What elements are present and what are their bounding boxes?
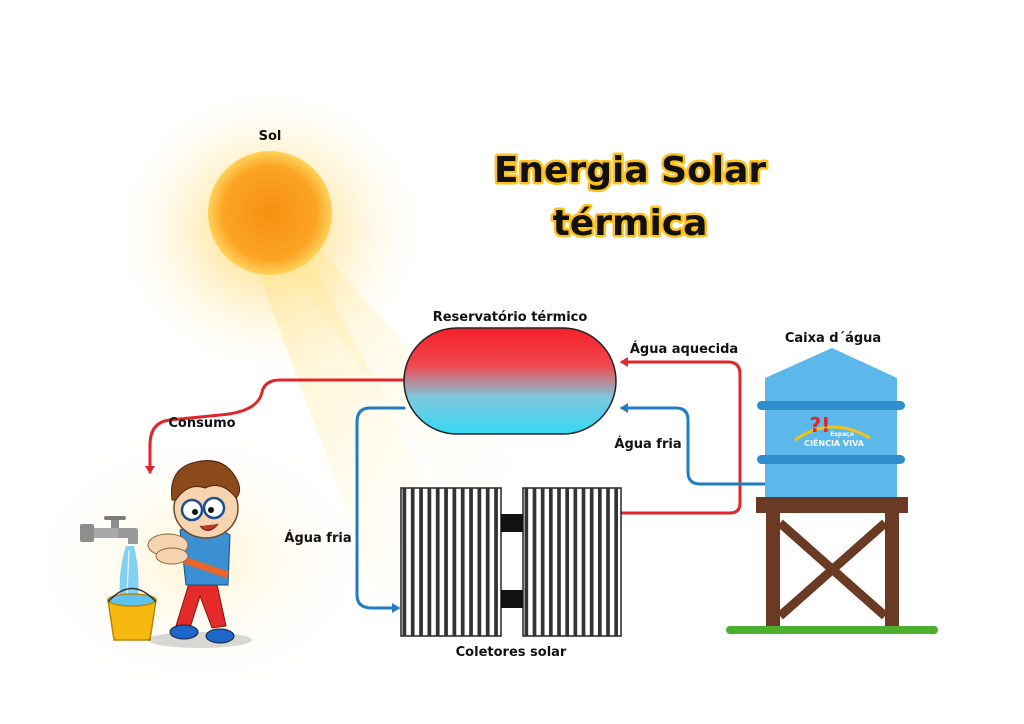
water-stream-icon xyxy=(119,546,139,596)
reservoir-label: Reservatório térmico xyxy=(433,310,588,325)
cold-water-to-collector-pipe xyxy=(355,406,406,613)
consumption-pipe xyxy=(145,378,406,474)
ground xyxy=(726,626,938,634)
logo-line1: Espaço xyxy=(830,431,854,438)
collector-connector-top xyxy=(501,514,523,532)
tank-label: Caixa d´água xyxy=(785,331,881,346)
cold-water-right-label: Água fria xyxy=(614,436,681,452)
title-line2: térmica xyxy=(553,203,708,244)
sun-icon xyxy=(208,151,332,275)
thermal-reservoir xyxy=(403,327,617,435)
collector-connector-bottom xyxy=(501,590,523,608)
solar-collectors xyxy=(400,487,622,637)
logo-line2: CIÊNCIA VIVA xyxy=(804,437,865,448)
ciencia-viva-logo: ?! Espaço CIÊNCIA VIVA xyxy=(794,413,871,448)
water-tank: ?! Espaço CIÊNCIA VIVA xyxy=(726,348,938,634)
boy-character-icon xyxy=(147,460,252,648)
sun-label: Sol xyxy=(259,129,282,144)
logo-mark: ?! xyxy=(810,413,831,437)
faucet-icon xyxy=(80,516,138,544)
collectors-label: Coletores solar xyxy=(456,645,567,660)
cold-water-from-tank-pipe xyxy=(620,403,767,486)
collector-panel-left xyxy=(400,487,502,637)
tower-platform xyxy=(756,497,908,513)
bucket-icon xyxy=(107,587,157,641)
consumption-label: Consumo xyxy=(168,416,235,431)
hot-water-pipe xyxy=(618,357,742,515)
tank-body xyxy=(765,348,897,497)
hot-water-label: Água aquecida xyxy=(630,341,738,357)
collector-panel-right xyxy=(522,487,622,637)
cold-water-left-label: Água fria xyxy=(284,530,351,546)
title-line1: Energia Solar xyxy=(494,150,767,191)
